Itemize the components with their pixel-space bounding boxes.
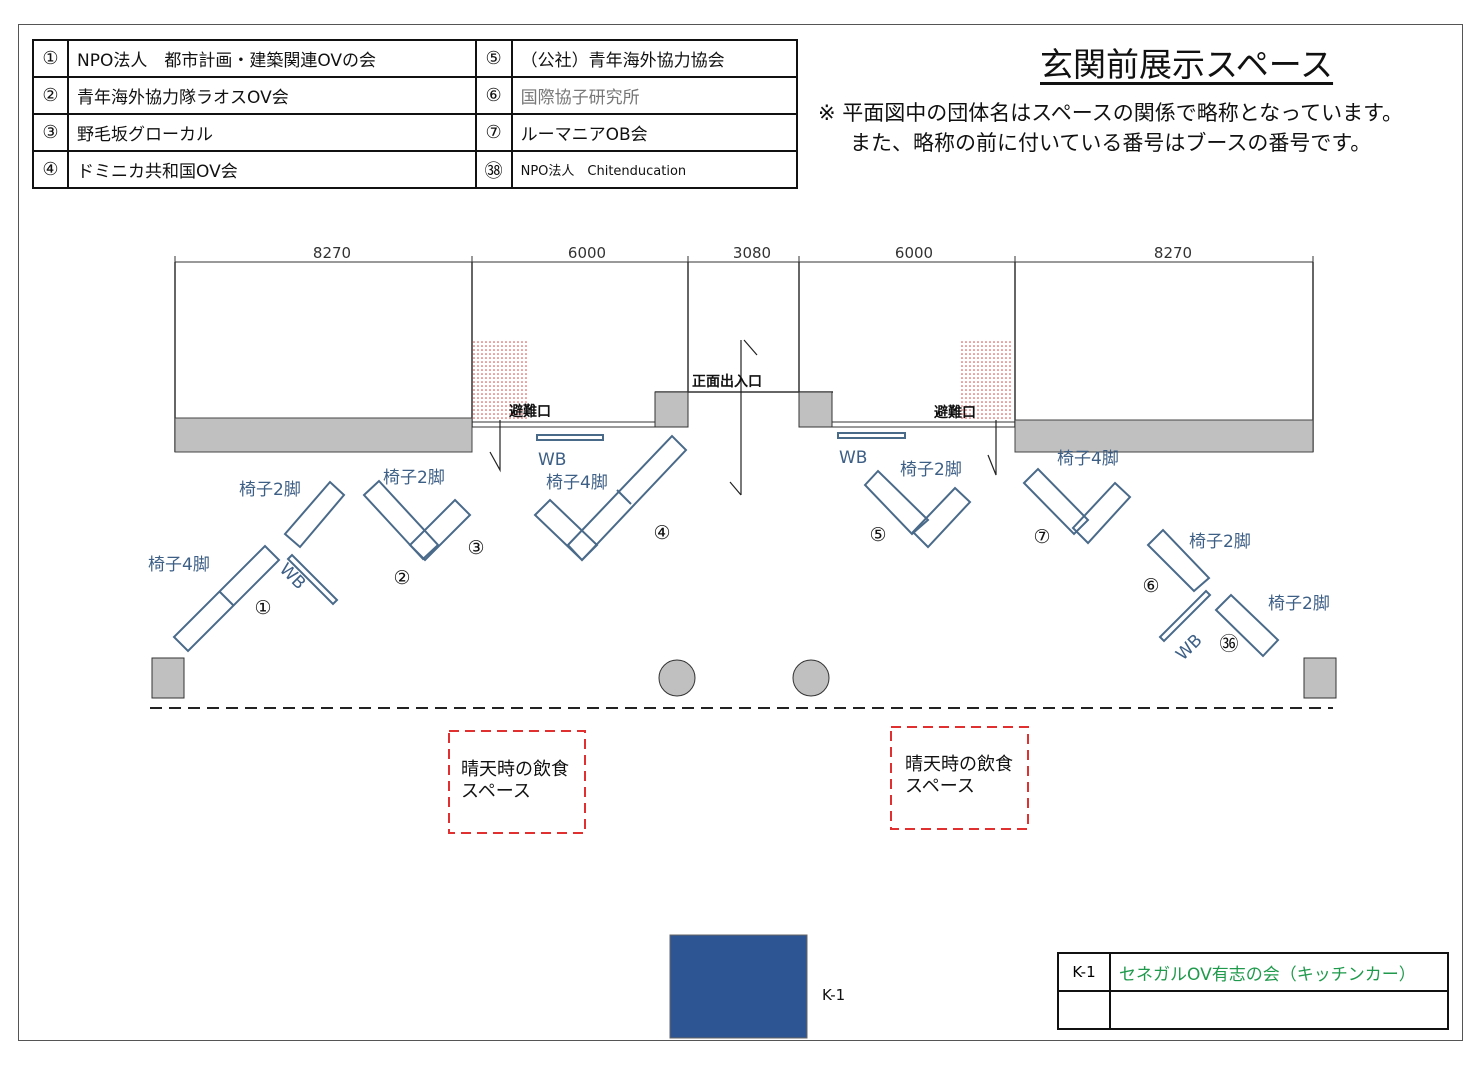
food-space-right [890, 726, 1029, 830]
empty-cell [1109, 990, 1449, 1030]
booth-legend-table: ① NPO法人 都市計画・建築関連OVの会 ⑤ （公社）青年海外協力協会 ② 青… [32, 39, 799, 189]
kitchen-name: セネガルOV有志の会（キッチンカー） [1109, 952, 1449, 992]
kitchen-car [669, 934, 808, 1039]
table-booth-36 [1214, 593, 1280, 658]
food-space-left [448, 730, 586, 834]
furniture [172, 432, 1280, 658]
legend-row: ① NPO法人 都市計画・建築関連OVの会 ⑤ （公社）青年海外協力協会 [32, 39, 799, 78]
emergency-exit-label: 避難口 [934, 404, 976, 421]
table-booth-7 [1071, 481, 1132, 545]
food-space-label: 晴天時の飲食 [905, 754, 1013, 775]
round-pillar [792, 659, 830, 697]
legend-row: ② 青年海外協力隊ラオスOV会 ⑥ 国際協子研究所 [32, 76, 799, 115]
booth-name: 青年海外協力隊ラオスOV会 [67, 76, 477, 115]
dimension-label: 6000 [568, 244, 606, 262]
food-space-label: 晴天時の飲食 [461, 759, 569, 780]
booth-name: ドミニカ共和国OV会 [67, 150, 477, 189]
chair-label: 椅子4脚 [546, 473, 608, 493]
booth-number-label: ⑥ [1142, 575, 1159, 597]
note-line-2: また、略称の前に付いている番号はブースの番号です。 [850, 131, 1372, 155]
booth-number: ③ [32, 113, 69, 152]
booth-number-label: ③ [467, 537, 484, 559]
drawing-frame [18, 24, 1463, 1041]
booth-name: 国際協子研究所 [510, 76, 799, 115]
chair-label: 椅子2脚 [900, 460, 962, 480]
wb-label: WB [538, 450, 566, 470]
wb-label: WB [839, 448, 867, 468]
booth-name: NPO法人 Chitenducation [510, 150, 799, 189]
booth-number-label: ② [393, 567, 410, 589]
table-booth-3 [408, 498, 472, 562]
table-booth-7 [1022, 467, 1090, 536]
booth-number: ① [32, 39, 69, 78]
chair-label: 椅子2脚 [1268, 594, 1330, 614]
dimension-label: 3080 [733, 244, 771, 262]
kitchen-car-legend: K-1 セネガルOV有志の会（キッチンカー） [1057, 952, 1449, 1030]
chair-label: 椅子2脚 [239, 480, 301, 500]
table-booth-4 [533, 498, 599, 562]
table-booth-6 [1146, 528, 1211, 593]
booth-name: ルーマニアOB会 [510, 113, 799, 152]
dimension-label: 6000 [895, 244, 933, 262]
legend-row: K-1 セネガルOV有志の会（キッチンカー） [1057, 952, 1449, 992]
chair-label: 椅子2脚 [1189, 532, 1251, 552]
table-booth-1 [172, 544, 281, 653]
booth-number: ⑤ [474, 39, 513, 78]
round-pillar [658, 659, 696, 697]
booth-number: ㊳ [474, 150, 513, 189]
legend-row: ③ 野毛坂グローカル ⑦ ルーマニアOB会 [32, 113, 799, 152]
chair-label: 椅子2脚 [383, 468, 445, 488]
page-title: 玄関前展示スペース [1040, 45, 1334, 84]
whiteboard [1158, 589, 1212, 643]
table-booth-4 [566, 434, 688, 562]
dimension-label: 8270 [1154, 244, 1192, 262]
empty-cell [1057, 990, 1111, 1030]
whiteboard [286, 553, 339, 606]
legend-row: ④ ドミニカ共和国OV会 ㊳ NPO法人 Chitenducation [32, 150, 799, 189]
pillar [654, 391, 689, 428]
booth-number-label: ⑦ [1033, 526, 1050, 548]
chair-label: 椅子4脚 [1057, 449, 1119, 469]
booth-number-label: ㊱ [1219, 633, 1238, 655]
right-wing-strip [1014, 419, 1314, 453]
pillar [1303, 657, 1337, 699]
note: ※ 平面図中の団体名はスペースの関係で略称となっています。 また、略称の前に付い… [818, 98, 1403, 158]
pillar [151, 657, 185, 699]
wb-label: WB [275, 559, 309, 593]
whiteboard [837, 432, 906, 439]
main-entrance-label: 正面出入口 [692, 373, 762, 390]
chair-label: 椅子4脚 [148, 555, 210, 575]
booth-name: 野毛坂グローカル [67, 113, 477, 152]
glass-walls [472, 421, 1015, 428]
booth-number: ⑦ [474, 113, 513, 152]
booth-name: NPO法人 都市計画・建築関連OVの会 [67, 39, 477, 78]
section-marks [489, 339, 997, 496]
hatched-area-right [960, 339, 1013, 420]
legend-row-empty [1057, 990, 1449, 1030]
emergency-exit-label: 避難口 [509, 403, 551, 420]
booth-number: ② [32, 76, 69, 115]
kitchen-code: K-1 [1057, 952, 1111, 992]
whiteboard [536, 434, 604, 441]
table-booth-5 [863, 469, 930, 536]
booth-number-label: ④ [653, 522, 670, 544]
left-wing-strip [174, 417, 473, 453]
table-booth-2 [362, 479, 440, 561]
table-booth-1-chair [283, 480, 346, 549]
food-space-label: スペース [905, 776, 975, 797]
booth-number: ⑥ [474, 76, 513, 115]
pillar [798, 391, 833, 428]
booth-number-label: ⑤ [869, 524, 886, 546]
booth-name: （公社）青年海外協力協会 [510, 39, 799, 78]
dimension-label: 8270 [313, 244, 351, 262]
hatched-area-left [473, 341, 527, 420]
note-line-1: ※ 平面図中の団体名はスペースの関係で略称となっています。 [818, 101, 1403, 125]
booth-number-label: ① [254, 597, 271, 619]
food-space-label: スペース [461, 781, 531, 802]
booth-number: ④ [32, 150, 69, 189]
kitchen-car-label: K-1 [822, 986, 845, 1004]
table-booth-5 [911, 486, 972, 549]
wb-label: WB [1172, 631, 1206, 665]
